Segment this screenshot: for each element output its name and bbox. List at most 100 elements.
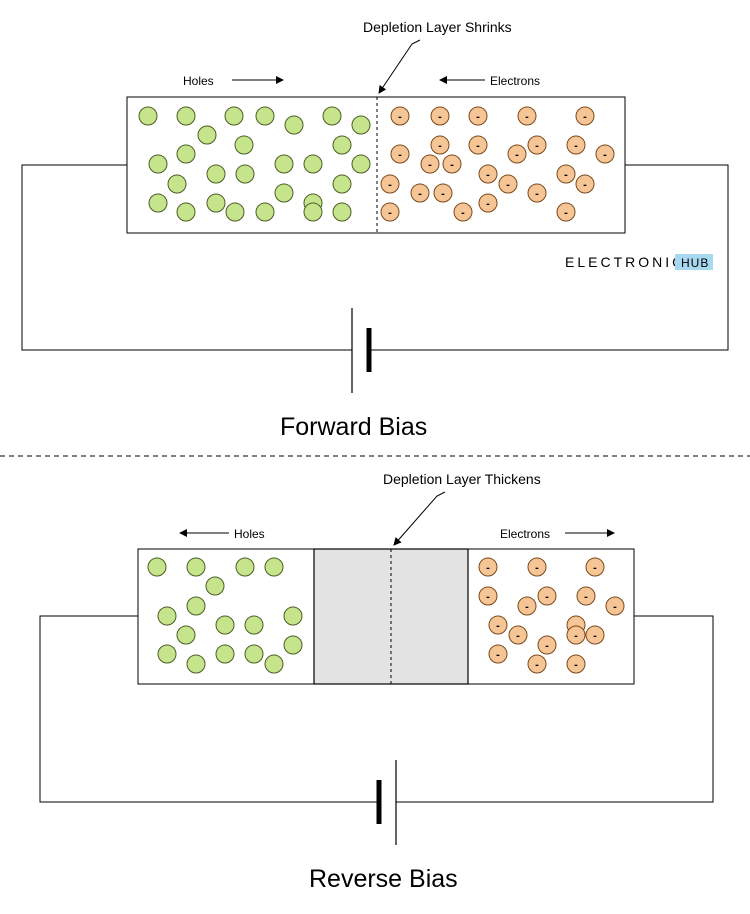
forward-electron-sign: -: [564, 207, 568, 219]
reverse-electrons-group: -----------------: [478, 557, 625, 674]
forward-electron: [527, 135, 547, 155]
forward-hole: [197, 125, 217, 145]
reverse-hole: [157, 606, 177, 626]
forward-electron-sign: -: [398, 149, 402, 161]
reverse-electron: [478, 586, 498, 606]
forward-hole: [148, 193, 168, 213]
reverse-electron-sign: -: [486, 591, 490, 603]
reverse-holes-label: Holes: [234, 527, 265, 541]
reverse-hole: [147, 557, 167, 577]
reverse-caption: Reverse Bias: [309, 865, 458, 893]
forward-electron: [442, 154, 462, 174]
reverse-electron-sign: -: [593, 562, 597, 574]
forward-electron-sign: -: [506, 179, 510, 191]
forward-caption: Forward Bias: [280, 413, 427, 441]
forward-electron: [390, 106, 410, 126]
reverse-electron: [508, 625, 528, 645]
reverse-electron-sign: -: [525, 601, 529, 613]
reverse-electron: [527, 654, 547, 674]
reverse-hole: [264, 654, 284, 674]
forward-semiconductor-block: [126, 96, 626, 234]
reverse-hole: [244, 615, 264, 635]
forward-electron: [380, 174, 400, 194]
forward-hole: [206, 193, 226, 213]
forward-hole: [234, 135, 254, 155]
forward-hole: [255, 106, 275, 126]
forward-electron-sign: -: [461, 207, 465, 219]
forward-hole: [176, 202, 196, 222]
forward-electron-sign: -: [476, 111, 480, 123]
reverse-hole: [215, 644, 235, 664]
reverse-electron: [488, 615, 508, 635]
forward-electron: [478, 164, 498, 184]
forward-hole: [284, 115, 304, 135]
forward-electron: [430, 106, 450, 126]
forward-electron-sign: -: [388, 179, 392, 191]
forward-hole: [224, 106, 244, 126]
reverse-hole: [186, 596, 206, 616]
forward-electron: [595, 144, 615, 164]
reverse-electron-sign: -: [574, 659, 578, 671]
forward-electron: [410, 183, 430, 203]
reverse-hole: [186, 557, 206, 577]
reverse-hole: [205, 576, 225, 596]
reverse-electron-sign: -: [535, 659, 539, 671]
forward-hole: [351, 115, 371, 135]
forward-electron: [453, 202, 473, 222]
forward-electron: [556, 202, 576, 222]
forward-hole: [332, 174, 352, 194]
forward-circuit-wire-left: [21, 164, 352, 351]
forward-hole: [167, 174, 187, 194]
forward-electron-sign: -: [535, 188, 539, 200]
reverse-hole: [235, 557, 255, 577]
forward-electron-sign: -: [515, 149, 519, 161]
forward-hole: [255, 202, 275, 222]
forward-electron-sign: -: [441, 188, 445, 200]
reverse-electron-sign: -: [574, 630, 578, 642]
forward-electron-sign: -: [486, 169, 490, 181]
forward-hole: [206, 164, 226, 184]
forward-electron: [517, 106, 537, 126]
forward-electron-sign: -: [388, 207, 392, 219]
reverse-annotation-pointer: [393, 491, 446, 546]
forward-electron-sign: -: [438, 140, 442, 152]
reverse-hole: [283, 635, 303, 655]
forward-hole: [176, 144, 196, 164]
forward-electron: [478, 193, 498, 213]
forward-annotation-pointer: [378, 39, 421, 94]
reverse-electron: [537, 586, 557, 606]
forward-hole: [176, 106, 196, 126]
forward-hole: [148, 154, 168, 174]
reverse-hole: [157, 644, 177, 664]
reverse-bias-panel: ----------------- Holes Electrons Deplet…: [39, 471, 714, 893]
reverse-electron: [478, 557, 498, 577]
forward-electron: [527, 183, 547, 203]
forward-hole: [303, 154, 323, 174]
forward-electron-sign: -: [603, 149, 607, 161]
reverse-electron-sign: -: [584, 591, 588, 603]
reverse-electron-sign: -: [535, 562, 539, 574]
reverse-holes-group: [147, 557, 303, 674]
reverse-hole: [186, 654, 206, 674]
reverse-electron-sign: -: [496, 649, 500, 661]
forward-electron-sign: -: [450, 159, 454, 171]
forward-electron-sign: -: [535, 140, 539, 152]
forward-hole: [351, 154, 371, 174]
forward-electron-sign: -: [583, 111, 587, 123]
forward-hole: [235, 164, 255, 184]
reverse-electron: [566, 625, 586, 645]
reverse-electron-sign: -: [593, 630, 597, 642]
reverse-hole: [283, 606, 303, 626]
forward-electrons-group: --------------------------: [380, 106, 615, 222]
forward-electron-sign: -: [476, 140, 480, 152]
forward-electron-sign: -: [418, 188, 422, 200]
forward-electron: [380, 202, 400, 222]
reverse-electron: [585, 557, 605, 577]
forward-electron: [575, 106, 595, 126]
forward-electron: [430, 135, 450, 155]
forward-hole: [332, 135, 352, 155]
forward-electron-sign: -: [564, 169, 568, 181]
reverse-annotation: Depletion Layer Thickens: [383, 471, 541, 487]
reverse-hole: [264, 557, 284, 577]
forward-electrons-label: Electrons: [490, 74, 540, 88]
